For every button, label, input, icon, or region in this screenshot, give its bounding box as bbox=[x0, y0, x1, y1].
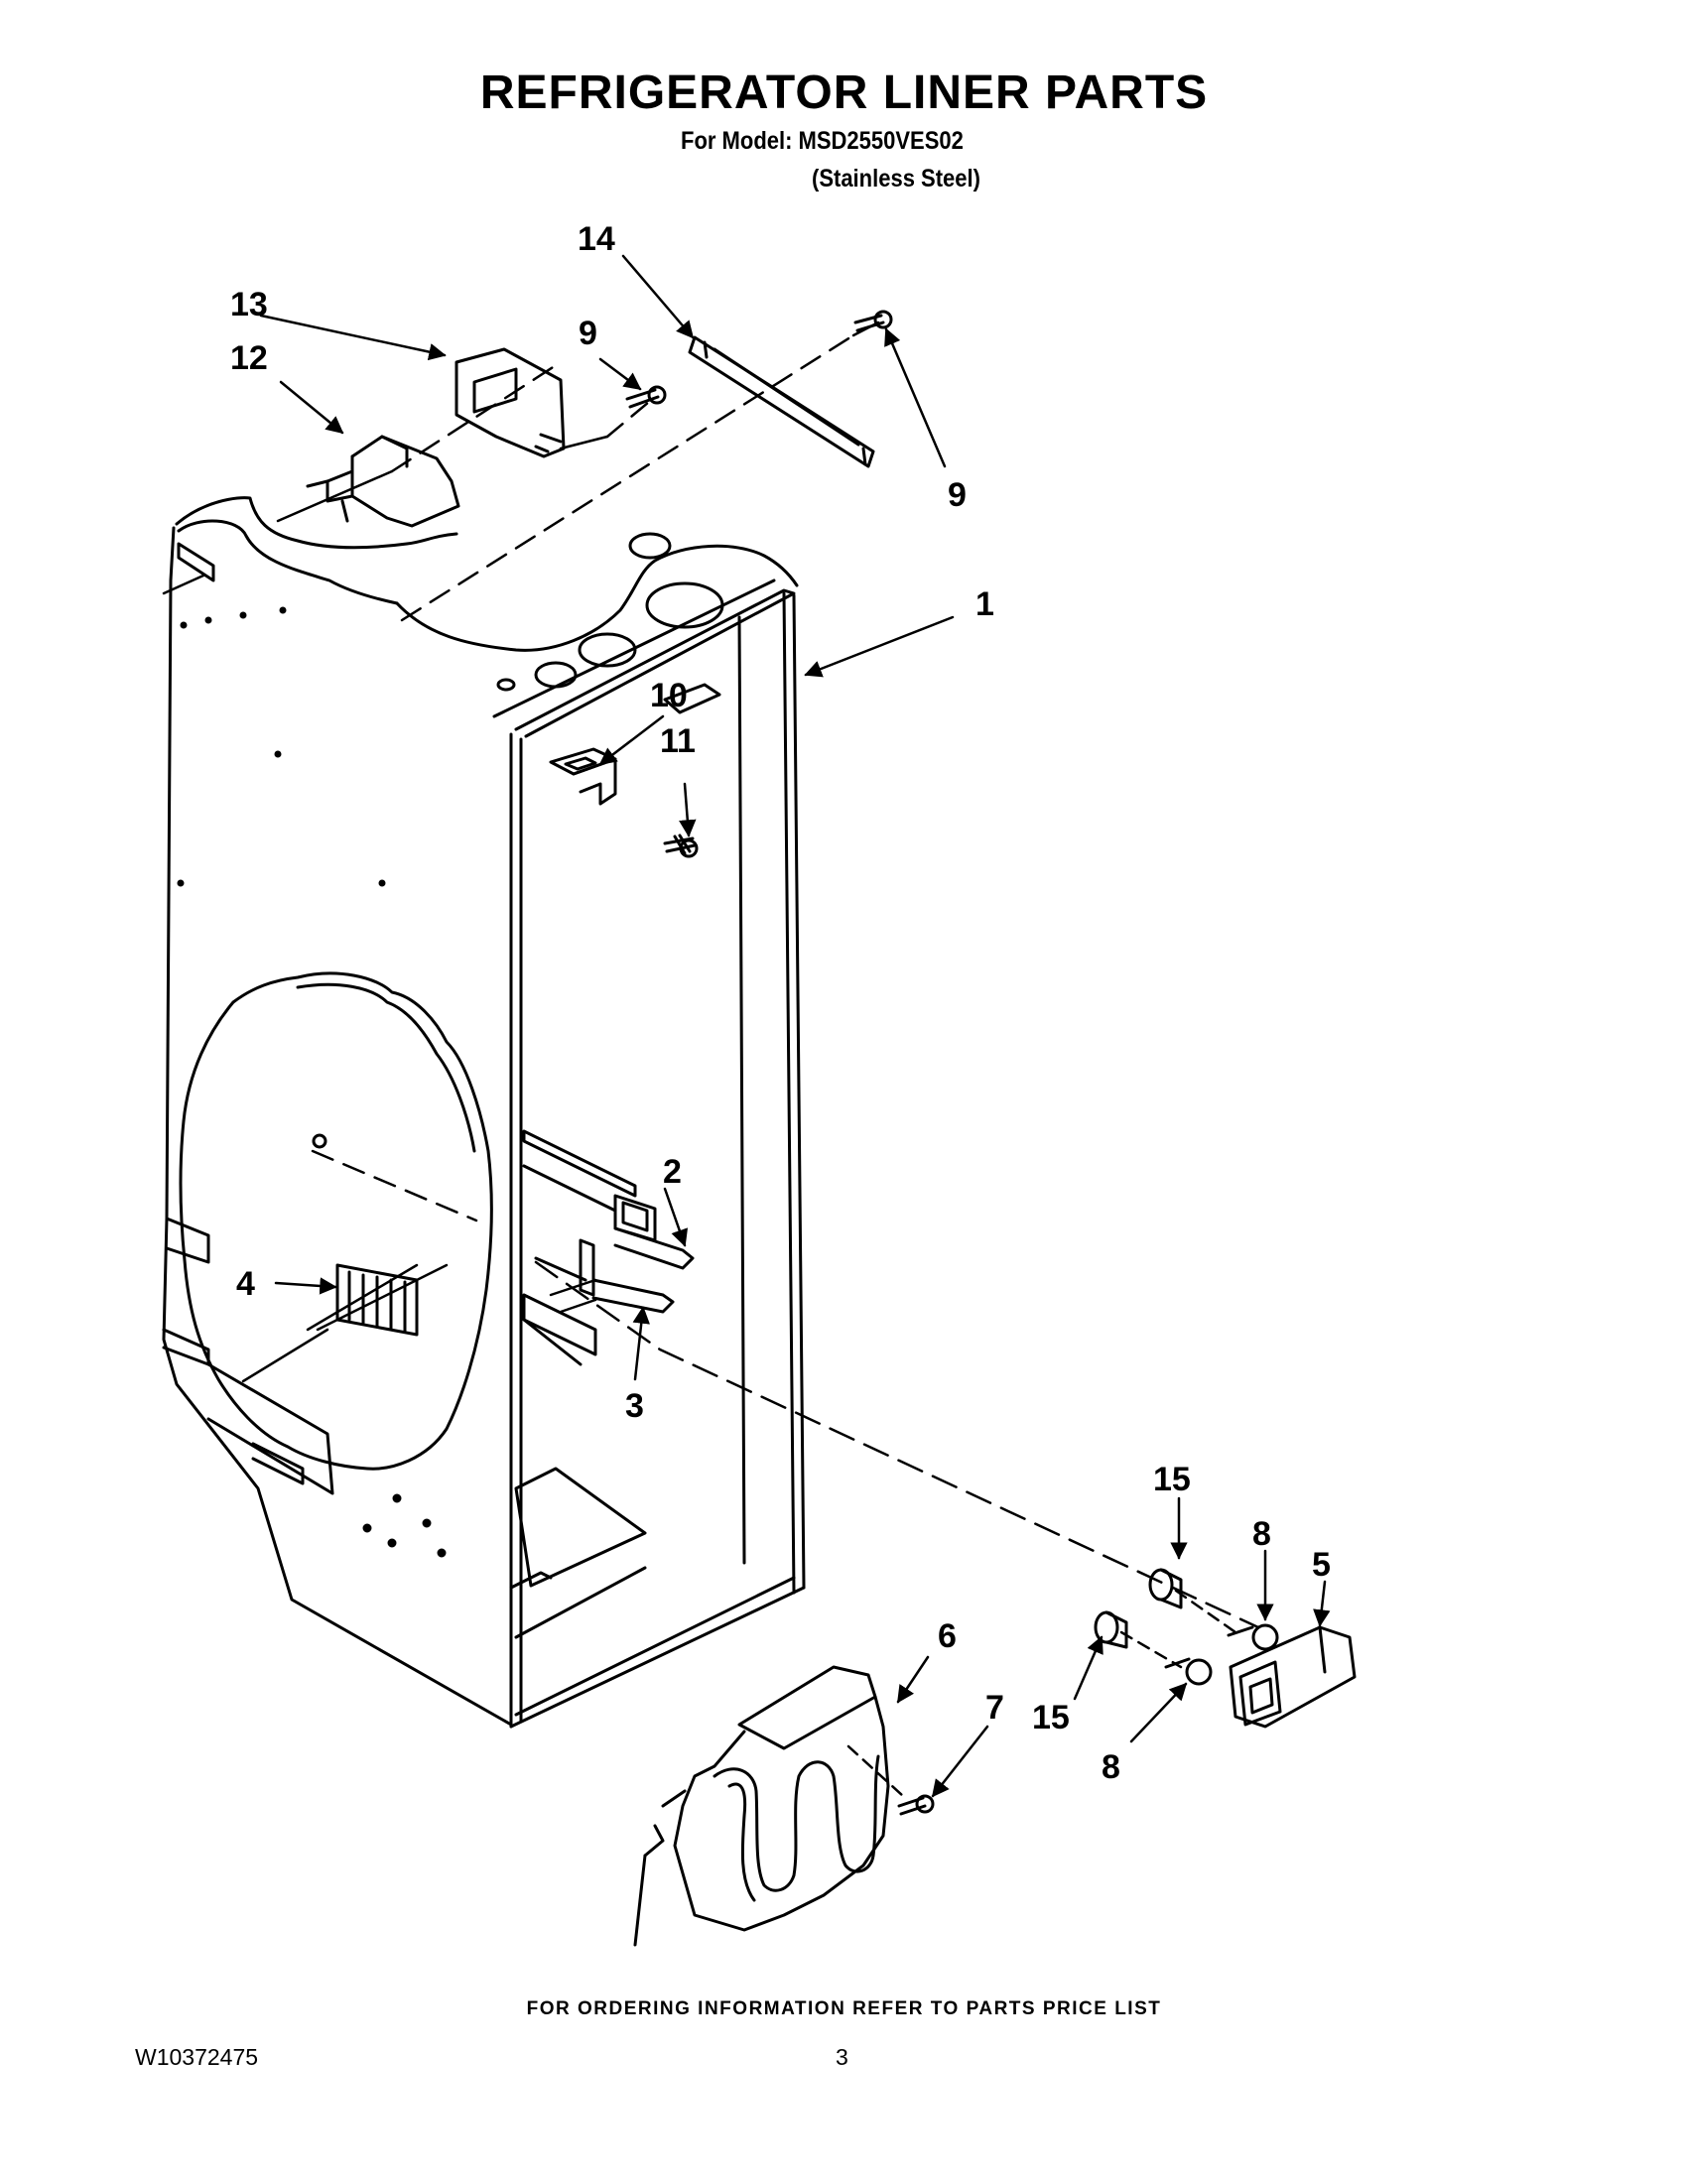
screw-part-9-right bbox=[853, 310, 893, 332]
callout-9-left: 9 bbox=[579, 315, 597, 352]
cutaway-outline bbox=[179, 971, 493, 1471]
callout-15-upper: 15 bbox=[1153, 1461, 1191, 1498]
callout-15-lower: 15 bbox=[1032, 1699, 1070, 1736]
callout-8-lower: 8 bbox=[1102, 1748, 1120, 1786]
model-number: For Model: MSD2550VES02 bbox=[681, 127, 964, 155]
ordering-note: FOR ORDERING INFORMATION REFER TO PARTS … bbox=[526, 1998, 1162, 2019]
callout-12: 12 bbox=[230, 339, 268, 377]
callout-13: 13 bbox=[230, 286, 268, 323]
model-variant: (Stainless Steel) bbox=[812, 165, 980, 193]
callout-5: 5 bbox=[1312, 1546, 1331, 1584]
screw-part-7 bbox=[897, 1794, 935, 1816]
callout-9-right: 9 bbox=[948, 476, 967, 514]
callout-14: 14 bbox=[578, 220, 615, 258]
screw-part-9-left bbox=[625, 385, 667, 409]
bracket-part-2 bbox=[613, 1194, 695, 1270]
document-number: W10372475 bbox=[135, 2044, 259, 2070]
callout-11: 11 bbox=[660, 722, 696, 760]
cutaway-inner-edge bbox=[296, 982, 476, 1153]
bulb-part-8-upper bbox=[1227, 1623, 1279, 1651]
leader-arrows bbox=[259, 254, 1331, 1798]
callout-3: 3 bbox=[625, 1387, 644, 1425]
vent-part-4 bbox=[335, 1263, 419, 1337]
screw-part-11 bbox=[663, 834, 699, 858]
cover-part-13 bbox=[454, 347, 566, 458]
callout-7: 7 bbox=[985, 1689, 1004, 1727]
callout-4: 4 bbox=[236, 1265, 255, 1303]
rail-part-14 bbox=[688, 335, 875, 468]
light-part-5 bbox=[1229, 1625, 1357, 1729]
callout-8-upper: 8 bbox=[1252, 1515, 1271, 1553]
callout-10: 10 bbox=[650, 677, 688, 714]
light-housing-part-12 bbox=[306, 435, 460, 528]
callout-1: 1 bbox=[975, 585, 994, 623]
evaporator-coil-part-6 bbox=[633, 1665, 890, 1947]
liner-shell bbox=[162, 496, 806, 1729]
page-number: 3 bbox=[836, 2044, 848, 2070]
callout-6: 6 bbox=[938, 1617, 957, 1655]
hole bbox=[312, 1133, 327, 1149]
bulb-part-8-lower bbox=[1164, 1657, 1213, 1686]
bracket-part-10 bbox=[549, 747, 617, 806]
callout-labels: 1 2 3 4 5 6 7 8 8 9 9 10 11 12 13 14 15 … bbox=[230, 220, 1331, 1786]
assembly-lines bbox=[162, 321, 1260, 1798]
page-title: REFRIGERATOR LINER PARTS bbox=[479, 66, 1209, 119]
callout-2: 2 bbox=[663, 1153, 682, 1191]
